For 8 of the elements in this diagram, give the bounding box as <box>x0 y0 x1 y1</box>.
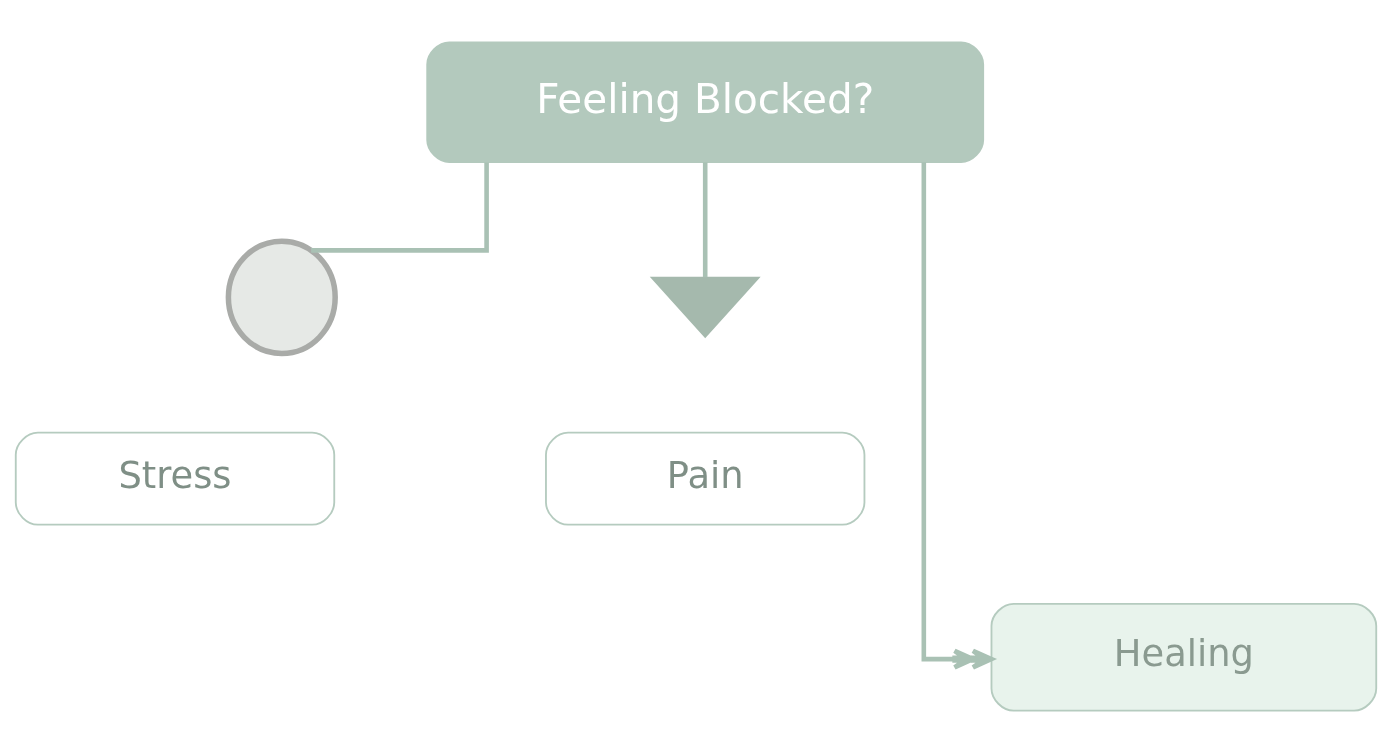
node-box: Healing <box>990 602 1378 712</box>
node-box: Feeling Blocked? <box>426 40 985 163</box>
node-heart <box>649 276 761 338</box>
node-brain <box>225 237 338 356</box>
node-box: Pain <box>545 431 866 526</box>
connector <box>311 161 489 253</box>
node-box: Stress <box>14 431 336 526</box>
connector <box>702 161 708 277</box>
